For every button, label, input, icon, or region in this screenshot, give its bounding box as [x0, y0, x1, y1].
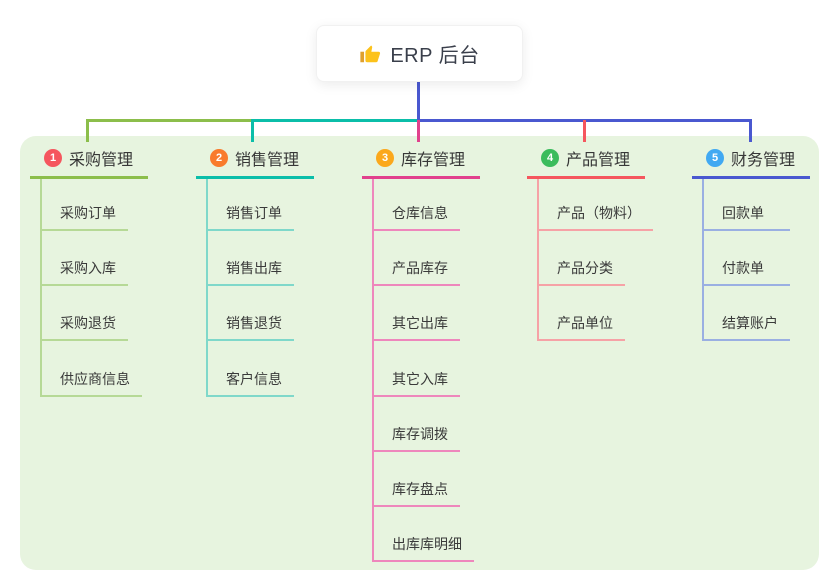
branch-node-4[interactable]: 4 产品管理 — [541, 147, 630, 169]
branch-connector-line — [251, 119, 420, 122]
branch-spine-line — [372, 179, 374, 563]
branch-connector-line — [86, 119, 254, 122]
thumbs-up-icon — [359, 43, 381, 65]
item-label: 其它出库 — [392, 315, 448, 332]
item-label: 结算账户 — [722, 315, 778, 332]
item-label: 库存调拨 — [392, 425, 448, 442]
item-label: 出库库明细 — [392, 536, 462, 553]
branch-number-badge: 1 — [44, 149, 62, 167]
branch-item-node[interactable]: 产品库存 — [372, 255, 460, 287]
item-label: 仓库信息 — [392, 205, 448, 221]
branch-label: 库存管理 — [401, 152, 466, 169]
item-label: 库存盘点 — [392, 481, 448, 497]
item-label: 产品（物料） — [557, 205, 641, 221]
branch-item-node[interactable]: 客户信息 — [206, 366, 294, 397]
root-label: ERP 后台 — [390, 45, 480, 67]
branch-spine-line — [206, 179, 208, 397]
item-label: 销售订单 — [226, 205, 282, 221]
root-connector-line — [417, 82, 420, 120]
branch-node-1[interactable]: 1 采购管理 — [44, 147, 133, 169]
branch-item-node[interactable]: 采购订单 — [40, 200, 128, 231]
branch-item-node[interactable]: 其它出库 — [372, 310, 460, 342]
branch-spine-line — [537, 179, 539, 342]
item-label: 采购入库 — [60, 260, 116, 277]
branch-elbow-line — [583, 120, 586, 142]
branch-label: 销售管理 — [235, 152, 300, 169]
branch-label: 采购管理 — [69, 152, 134, 169]
branch-number-badge: 4 — [541, 149, 559, 167]
branch-underline — [692, 176, 810, 179]
branches-panel — [20, 136, 819, 570]
branch-item-node[interactable]: 库存调拨 — [372, 421, 460, 452]
branch-item-node[interactable]: 仓库信息 — [372, 200, 460, 231]
item-label: 产品单位 — [557, 315, 613, 332]
branch-elbow-line — [86, 120, 89, 142]
item-label: 销售退货 — [226, 315, 282, 332]
branch-spine-line — [40, 179, 42, 397]
branch-number-badge: 5 — [706, 149, 724, 167]
item-label: 产品分类 — [557, 260, 613, 277]
branch-label: 产品管理 — [566, 152, 631, 169]
branch-item-node[interactable]: 回款单 — [702, 200, 790, 231]
branch-node-5[interactable]: 5 财务管理 — [706, 147, 795, 169]
branch-node-2[interactable]: 2 销售管理 — [210, 147, 299, 169]
branch-item-node[interactable]: 产品分类 — [537, 255, 625, 287]
branch-elbow-line — [749, 120, 752, 142]
branch-item-node[interactable]: 销售退货 — [206, 310, 294, 342]
branch-item-node[interactable]: 销售订单 — [206, 200, 294, 231]
branch-item-node[interactable]: 库存盘点 — [372, 476, 460, 507]
item-label: 产品库存 — [392, 260, 448, 277]
branch-underline — [30, 176, 148, 179]
branch-item-node[interactable]: 付款单 — [702, 255, 790, 287]
item-label: 付款单 — [722, 260, 764, 277]
branch-number-badge: 3 — [376, 149, 394, 167]
item-label: 客户信息 — [226, 370, 282, 387]
item-label: 采购退货 — [60, 315, 116, 332]
branch-node-3[interactable]: 3 库存管理 — [376, 147, 465, 169]
branch-item-node[interactable]: 供应商信息 — [40, 366, 142, 397]
root-node[interactable]: ERP 后台 — [316, 25, 523, 82]
branch-underline — [527, 176, 645, 179]
branch-item-node[interactable]: 结算账户 — [702, 310, 790, 342]
item-label: 销售出库 — [226, 260, 282, 277]
branch-item-node[interactable]: 销售出库 — [206, 255, 294, 287]
branch-label: 财务管理 — [731, 152, 796, 169]
branch-spine-line — [702, 179, 704, 342]
branch-item-node[interactable]: 采购退货 — [40, 310, 128, 342]
item-label: 采购订单 — [60, 205, 116, 221]
branch-elbow-line — [251, 120, 254, 142]
item-label: 供应商信息 — [60, 370, 130, 387]
branch-item-node[interactable]: 其它入库 — [372, 366, 460, 397]
branch-elbow-line — [417, 120, 420, 142]
branch-number-badge: 2 — [210, 149, 228, 167]
branch-underline — [196, 176, 314, 179]
branch-item-node[interactable]: 采购入库 — [40, 255, 128, 287]
branch-item-node[interactable]: 产品单位 — [537, 310, 625, 342]
branch-item-node[interactable]: 出库库明细 — [372, 531, 474, 563]
item-label: 回款单 — [722, 205, 764, 221]
branch-item-node[interactable]: 产品（物料） — [537, 200, 653, 231]
branch-underline — [362, 176, 480, 179]
item-label: 其它入库 — [392, 370, 448, 387]
